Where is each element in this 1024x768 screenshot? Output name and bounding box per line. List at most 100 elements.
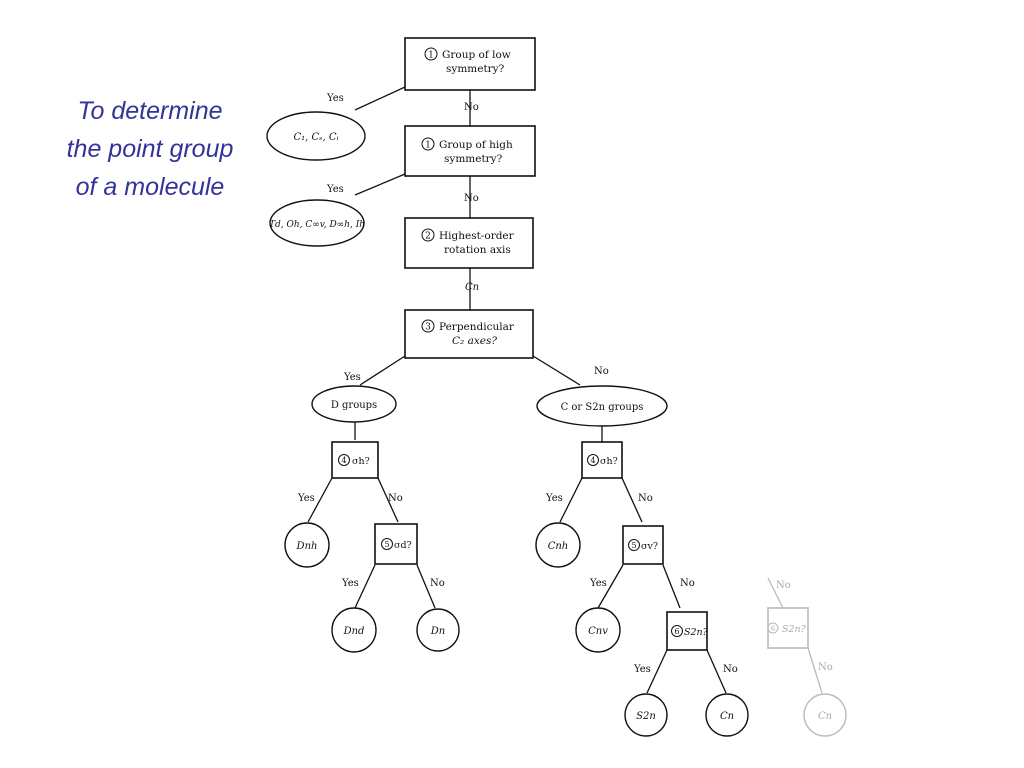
- step-highest-axis: 2 Highest-order rotation axis: [404, 217, 534, 269]
- d-groups-node: D groups: [311, 385, 397, 423]
- label-yes-high: Yes: [326, 184, 344, 195]
- step-number-circle: [421, 228, 435, 242]
- edge-perp-no: [532, 355, 581, 386]
- step-text-line1: Group of high: [439, 139, 513, 151]
- step-text-line1: Group of low: [442, 49, 511, 61]
- result-text: Cn: [720, 711, 734, 722]
- faded-label-no: No: [818, 662, 833, 673]
- edge-s2n-yes: [646, 649, 668, 694]
- step-number: 1: [428, 51, 434, 61]
- result-dn: Dn: [416, 608, 460, 652]
- label-yes-s2n: Yes: [633, 664, 651, 675]
- edge-c5-yes: [597, 564, 624, 609]
- faded-label-no-in: No: [776, 580, 791, 591]
- label-cn-axis: Cn: [465, 282, 479, 293]
- step-high-symmetry: 1 Group of high symmetry?: [404, 125, 536, 177]
- step-number-circle: [421, 319, 435, 333]
- result-high-symmetry: Td, Oh, C∞v, D∞h, Ih: [269, 199, 365, 247]
- faded-edge-in: [767, 577, 784, 609]
- step-low-symmetry: 1 Group of low symmetry?: [404, 37, 536, 91]
- result-cnh: Cnh: [535, 522, 581, 568]
- label-no-s2n: No: [723, 664, 738, 675]
- faded-result-circle: [803, 693, 847, 737]
- result-text: Dnd: [343, 626, 365, 637]
- result-dnh: Dnh: [284, 522, 330, 568]
- label-yes-d5: Yes: [341, 578, 359, 589]
- result-text: C₁, Cₛ, Cᵢ: [293, 132, 338, 143]
- label-yes-c4: Yes: [545, 493, 563, 504]
- title-line-2: the point group: [66, 135, 234, 163]
- edge-d4-no: [377, 477, 399, 523]
- step-number-circle: [587, 454, 599, 466]
- step-number: 4: [341, 456, 346, 465]
- label-no-d5: No: [430, 578, 445, 589]
- c-groups-node: C or S2n groups: [536, 385, 668, 427]
- step-text-line1: Highest-order: [439, 230, 515, 242]
- result-text: Dn: [430, 626, 445, 637]
- step-number: 1: [425, 141, 431, 151]
- result-text: C or S2n groups: [561, 402, 644, 413]
- label-yes-c5: Yes: [589, 578, 607, 589]
- step-number: 3: [425, 323, 431, 333]
- flowchart-edge-labels: Yes No Yes No Cn Yes No Yes No Yes No Ye…: [297, 93, 738, 675]
- slide-title: To determine the point group of a molecu…: [30, 92, 270, 206]
- faded-step-text: S2n?: [782, 624, 807, 635]
- result-text: D groups: [331, 400, 377, 411]
- step-number-circle: [671, 625, 683, 637]
- step-number-circle: [381, 538, 393, 550]
- step-number: 4: [590, 456, 595, 465]
- label-no-d4: No: [388, 493, 403, 504]
- label-no-low: No: [464, 102, 479, 113]
- label-no-c4: No: [638, 493, 653, 504]
- step-text: σd?: [394, 540, 412, 551]
- result-cnv: Cnv: [575, 607, 621, 653]
- faded-result-text: Cn: [818, 711, 832, 722]
- edge-c5-no: [662, 564, 681, 609]
- step-number-circle: [767, 622, 779, 634]
- step-number: 5: [631, 541, 636, 550]
- result-text: Dnh: [296, 541, 318, 552]
- edge-d5-no: [416, 564, 436, 609]
- edge-d5-yes: [354, 564, 376, 609]
- step-text-line2: C₂ axes?: [452, 335, 497, 347]
- result-cn: Cn: [705, 693, 749, 737]
- step-c-sigma-h: 4 σh?: [581, 441, 623, 479]
- step-number: 6: [771, 625, 776, 633]
- edge-c4-yes: [559, 477, 583, 523]
- flowchart-edges: [307, 86, 727, 694]
- edge-d4-yes: [307, 477, 333, 523]
- result-text: Cnv: [588, 626, 608, 637]
- label-no-high: No: [464, 193, 479, 204]
- step-number-circle: [628, 539, 640, 551]
- title-line-1: To determine: [77, 97, 223, 125]
- result-s2n: S2n: [624, 693, 668, 737]
- step-number-circle: [338, 454, 350, 466]
- step-text: σh?: [600, 456, 618, 467]
- step-text-line2: symmetry?: [444, 153, 503, 165]
- edge-perp-yes: [359, 355, 406, 386]
- step-number: 5: [384, 540, 389, 549]
- result-text: Td, Oh, C∞v, D∞h, Ih: [269, 220, 365, 230]
- faded-edge-no: [807, 647, 823, 694]
- step-d-sigma-h: 4 σh?: [331, 441, 379, 479]
- result-text: Cnh: [548, 541, 569, 552]
- label-yes-perp: Yes: [343, 372, 361, 383]
- step-d-sigma-d: 5 σd?: [374, 523, 418, 565]
- result-dnd: Dnd: [331, 607, 377, 653]
- step-s2n: 6 S2n?: [666, 611, 709, 651]
- edge-high-yes: [354, 173, 406, 196]
- faded-s2n-branch: No 6 S2n? No Cn: [767, 577, 847, 737]
- step-text: S2n?: [684, 627, 709, 638]
- step-number: 6: [674, 627, 679, 636]
- label-yes-d4: Yes: [297, 493, 315, 504]
- label-no-c5: No: [680, 578, 695, 589]
- edge-low-yes: [354, 86, 406, 111]
- step-number: 2: [425, 232, 431, 242]
- step-text-line1: Perpendicular: [439, 321, 515, 333]
- result-low-symmetry: C₁, Cₛ, Cᵢ: [266, 111, 366, 161]
- step-text-line2: rotation axis: [444, 244, 511, 256]
- edge-c4-no: [621, 477, 643, 523]
- step-c-sigma-v: 5 σv?: [622, 525, 664, 565]
- step-text: σh?: [352, 456, 370, 467]
